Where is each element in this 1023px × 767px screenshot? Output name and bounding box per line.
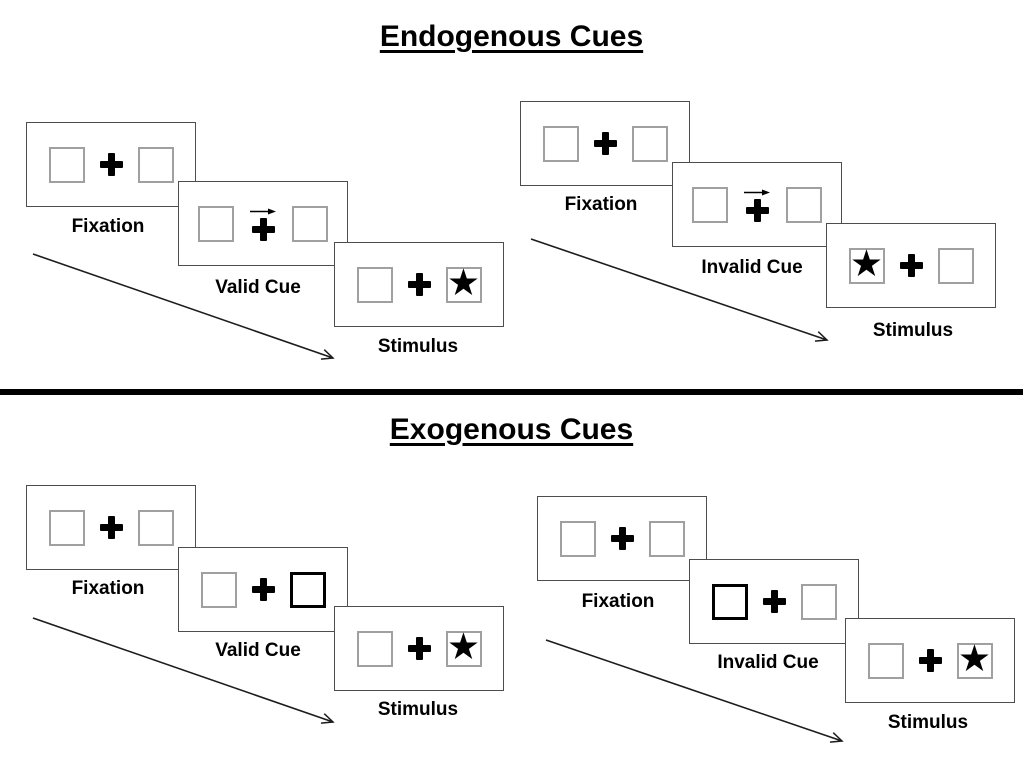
right-box	[937, 247, 974, 284]
central-cue	[249, 207, 277, 241]
time-arrow-icon	[32, 617, 335, 724]
fixation-cross-icon	[251, 217, 275, 241]
right-box	[631, 125, 668, 162]
left-box	[356, 630, 393, 667]
left-box-highlighted	[711, 583, 748, 620]
fixation-cross-icon	[407, 273, 431, 296]
fixation-cross-icon	[610, 527, 634, 550]
section-divider	[0, 389, 1023, 395]
left-box	[48, 509, 85, 546]
panel-label: Fixation	[71, 578, 145, 599]
left-box	[356, 266, 393, 303]
time-arrow-icon	[530, 238, 829, 342]
time-arrow-icon	[545, 639, 844, 743]
cue-panel	[689, 559, 859, 644]
right-box	[800, 583, 837, 620]
fixation-cross-icon	[745, 198, 769, 222]
fixation-cross-icon	[918, 649, 942, 672]
panel-label: Fixation	[564, 194, 638, 215]
stimulus-panel: ★	[845, 618, 1015, 703]
left-box	[200, 571, 237, 608]
panel-label: Stimulus	[377, 699, 459, 720]
fixation-cross-icon	[899, 254, 923, 277]
fixation-cross-icon	[762, 590, 786, 613]
right-box: ★	[445, 624, 482, 668]
stimulus-panel: ★	[334, 242, 504, 327]
panel-label: Stimulus	[377, 336, 459, 357]
fixation-panel	[537, 496, 707, 581]
fixation-cross-icon	[593, 132, 617, 155]
left-box	[198, 205, 234, 242]
fixation-cross-icon	[99, 153, 123, 176]
panel-label: Invalid Cue	[717, 652, 819, 673]
fixation-cross-icon	[99, 516, 123, 539]
right-box-highlighted	[289, 571, 326, 608]
time-arrow-icon	[32, 253, 335, 360]
right-box: ★	[956, 636, 993, 680]
panel-label: Stimulus	[887, 712, 969, 733]
right-box	[137, 509, 174, 546]
panel-label: Invalid Cue	[701, 257, 803, 278]
left-box	[542, 125, 579, 162]
left-box	[48, 146, 85, 183]
star-icon: ★	[446, 260, 481, 304]
cue-panel	[672, 162, 842, 247]
panel-label: Stimulus	[872, 320, 954, 341]
left-box: ★	[848, 241, 885, 285]
panel-label: Valid Cue	[215, 277, 301, 298]
right-box	[292, 205, 328, 242]
left-box	[559, 520, 596, 557]
right-arrow-cue-icon	[744, 189, 770, 195]
cue-panel	[178, 547, 348, 632]
central-cue	[743, 188, 771, 222]
fixation-cross-icon	[251, 578, 275, 601]
section-title-exogenous: Exogenous Cues	[389, 413, 634, 446]
stimulus-panel: ★	[334, 606, 504, 691]
cue-panel	[178, 181, 348, 266]
left-box	[867, 642, 904, 679]
star-icon: ★	[849, 241, 884, 285]
fixation-cross-icon	[407, 637, 431, 660]
star-icon: ★	[957, 636, 992, 680]
panel-label: Valid Cue	[215, 640, 301, 661]
panel-label: Fixation	[71, 216, 145, 237]
section-title-endogenous: Endogenous Cues	[379, 20, 644, 53]
right-box: ★	[445, 260, 482, 304]
fixation-panel	[26, 122, 196, 207]
fixation-panel	[520, 101, 690, 186]
left-box	[692, 186, 728, 223]
star-icon: ★	[446, 624, 481, 668]
right-box	[648, 520, 685, 557]
right-arrow-cue-icon	[250, 208, 276, 214]
stimulus-panel: ★	[826, 223, 996, 308]
right-box	[786, 186, 822, 223]
fixation-panel	[26, 485, 196, 570]
right-box	[137, 146, 174, 183]
panel-label: Fixation	[581, 591, 655, 612]
